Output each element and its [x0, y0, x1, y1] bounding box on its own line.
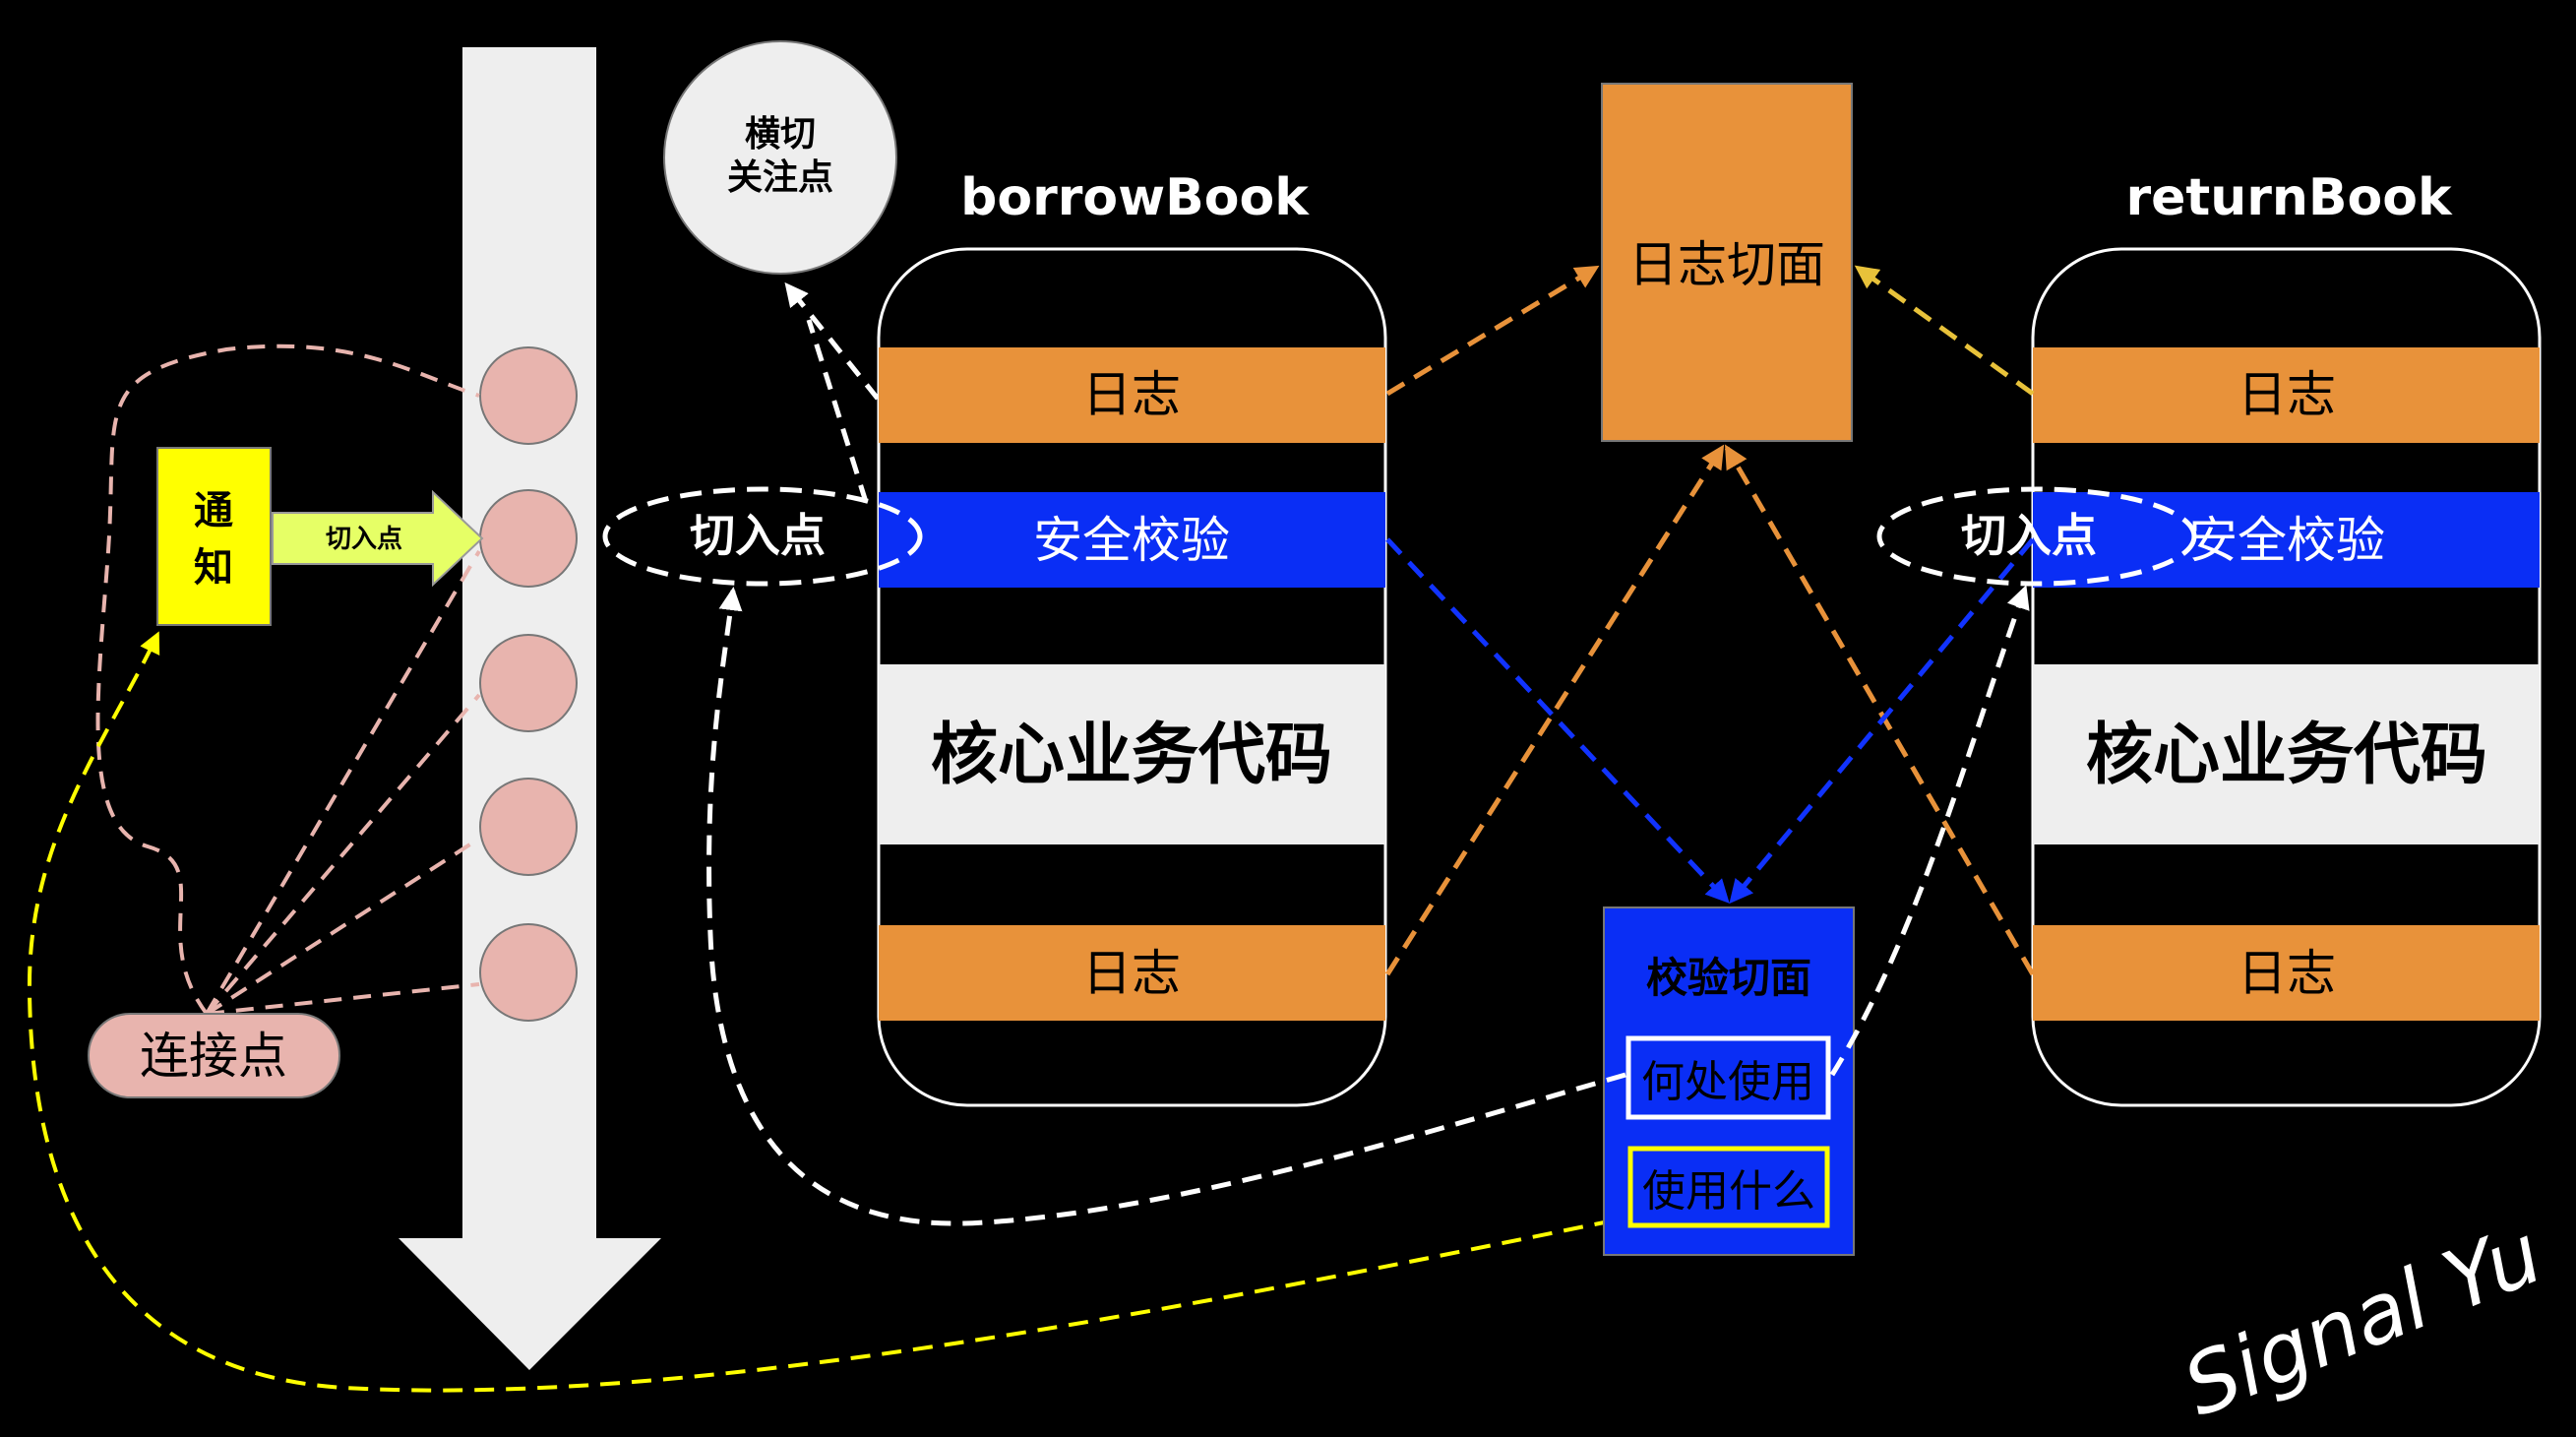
svg-text:日志: 日志	[1082, 945, 1181, 1002]
svg-text:核心业务代码: 核心业务代码	[931, 717, 1332, 794]
check-aspect-label: 校验切面	[1646, 954, 1811, 1002]
svg-text:安全校验: 安全校验	[2188, 512, 2385, 569]
return-book-method: 日志 安全校验 核心业务代码 日志	[2031, 247, 2542, 1107]
borrow-log-bottom	[879, 925, 1385, 1021]
what-use-box	[1627, 1146, 1830, 1228]
pointcut-left-label: 切入点	[690, 509, 826, 562]
where-use-box	[1625, 1035, 1831, 1120]
svg-text:安全校验: 安全校验	[1033, 512, 1230, 569]
return-log-top	[2033, 347, 2540, 443]
joinpoint-links	[95, 344, 481, 1016]
advice-box: 通 知	[156, 447, 272, 626]
svg-text:日志: 日志	[1082, 366, 1181, 423]
where-use-label: 何处使用	[1641, 1057, 1814, 1107]
pointcut-right: 切入点	[1876, 486, 2197, 587]
join-point-pill: 连接点	[88, 1013, 340, 1098]
borrow-book-method: 日志 安全校验 核心业务代码 日志	[877, 247, 1387, 1107]
check-aspect-links	[1385, 537, 2035, 905]
join-point-label: 连接点	[140, 1028, 287, 1085]
borrow-core	[879, 664, 1385, 844]
advice-link	[27, 631, 1615, 1393]
what-use-label: 使用什么	[1642, 1166, 1815, 1217]
svg-text:日志: 日志	[2238, 366, 2336, 423]
advice-label-1: 通	[194, 488, 233, 533]
join-point-circle	[479, 778, 578, 876]
join-point-circles	[479, 346, 578, 1022]
borrow-title: borrowBook	[960, 168, 1310, 227]
signature: Signal Yu	[2171, 1205, 2555, 1435]
join-point-circle	[479, 489, 578, 588]
pointcut-arrow: 切入点	[272, 489, 484, 588]
return-title: returnBook	[2125, 168, 2453, 227]
advice-label-2: 知	[194, 545, 233, 591]
crosscut-label-2: 关注点	[727, 157, 833, 198]
return-security	[2033, 492, 2540, 588]
crosscut-label-1: 横切	[745, 114, 816, 155]
svg-text:日志: 日志	[2238, 945, 2336, 1002]
svg-text:核心业务代码: 核心业务代码	[2086, 717, 2487, 794]
crosscut-links	[784, 281, 880, 503]
return-core	[2033, 664, 2540, 844]
pointcut-left: 切入点	[602, 486, 923, 587]
crosscutting-concern: 横切 关注点	[663, 40, 897, 275]
borrow-log-top	[879, 347, 1385, 443]
borrow-security	[879, 492, 1385, 588]
log-aspect-label: 日志切面	[1628, 236, 1825, 293]
pointcut-arrow-label: 切入点	[326, 524, 402, 554]
check-aspect: 校验切面 何处使用 使用什么	[1603, 906, 1855, 1256]
flow-arrow	[399, 47, 661, 1370]
log-aspect: 日志切面	[1601, 83, 1853, 442]
join-point-circle	[479, 634, 578, 732]
return-log-link	[1854, 265, 2035, 397]
pointcut-right-label: 切入点	[1961, 509, 2097, 562]
log-aspect-links	[1384, 265, 2036, 976]
where-use-links	[706, 585, 2030, 1226]
join-point-circle	[479, 923, 578, 1022]
return-log-bottom	[2033, 925, 2540, 1021]
join-point-circle	[479, 346, 578, 445]
